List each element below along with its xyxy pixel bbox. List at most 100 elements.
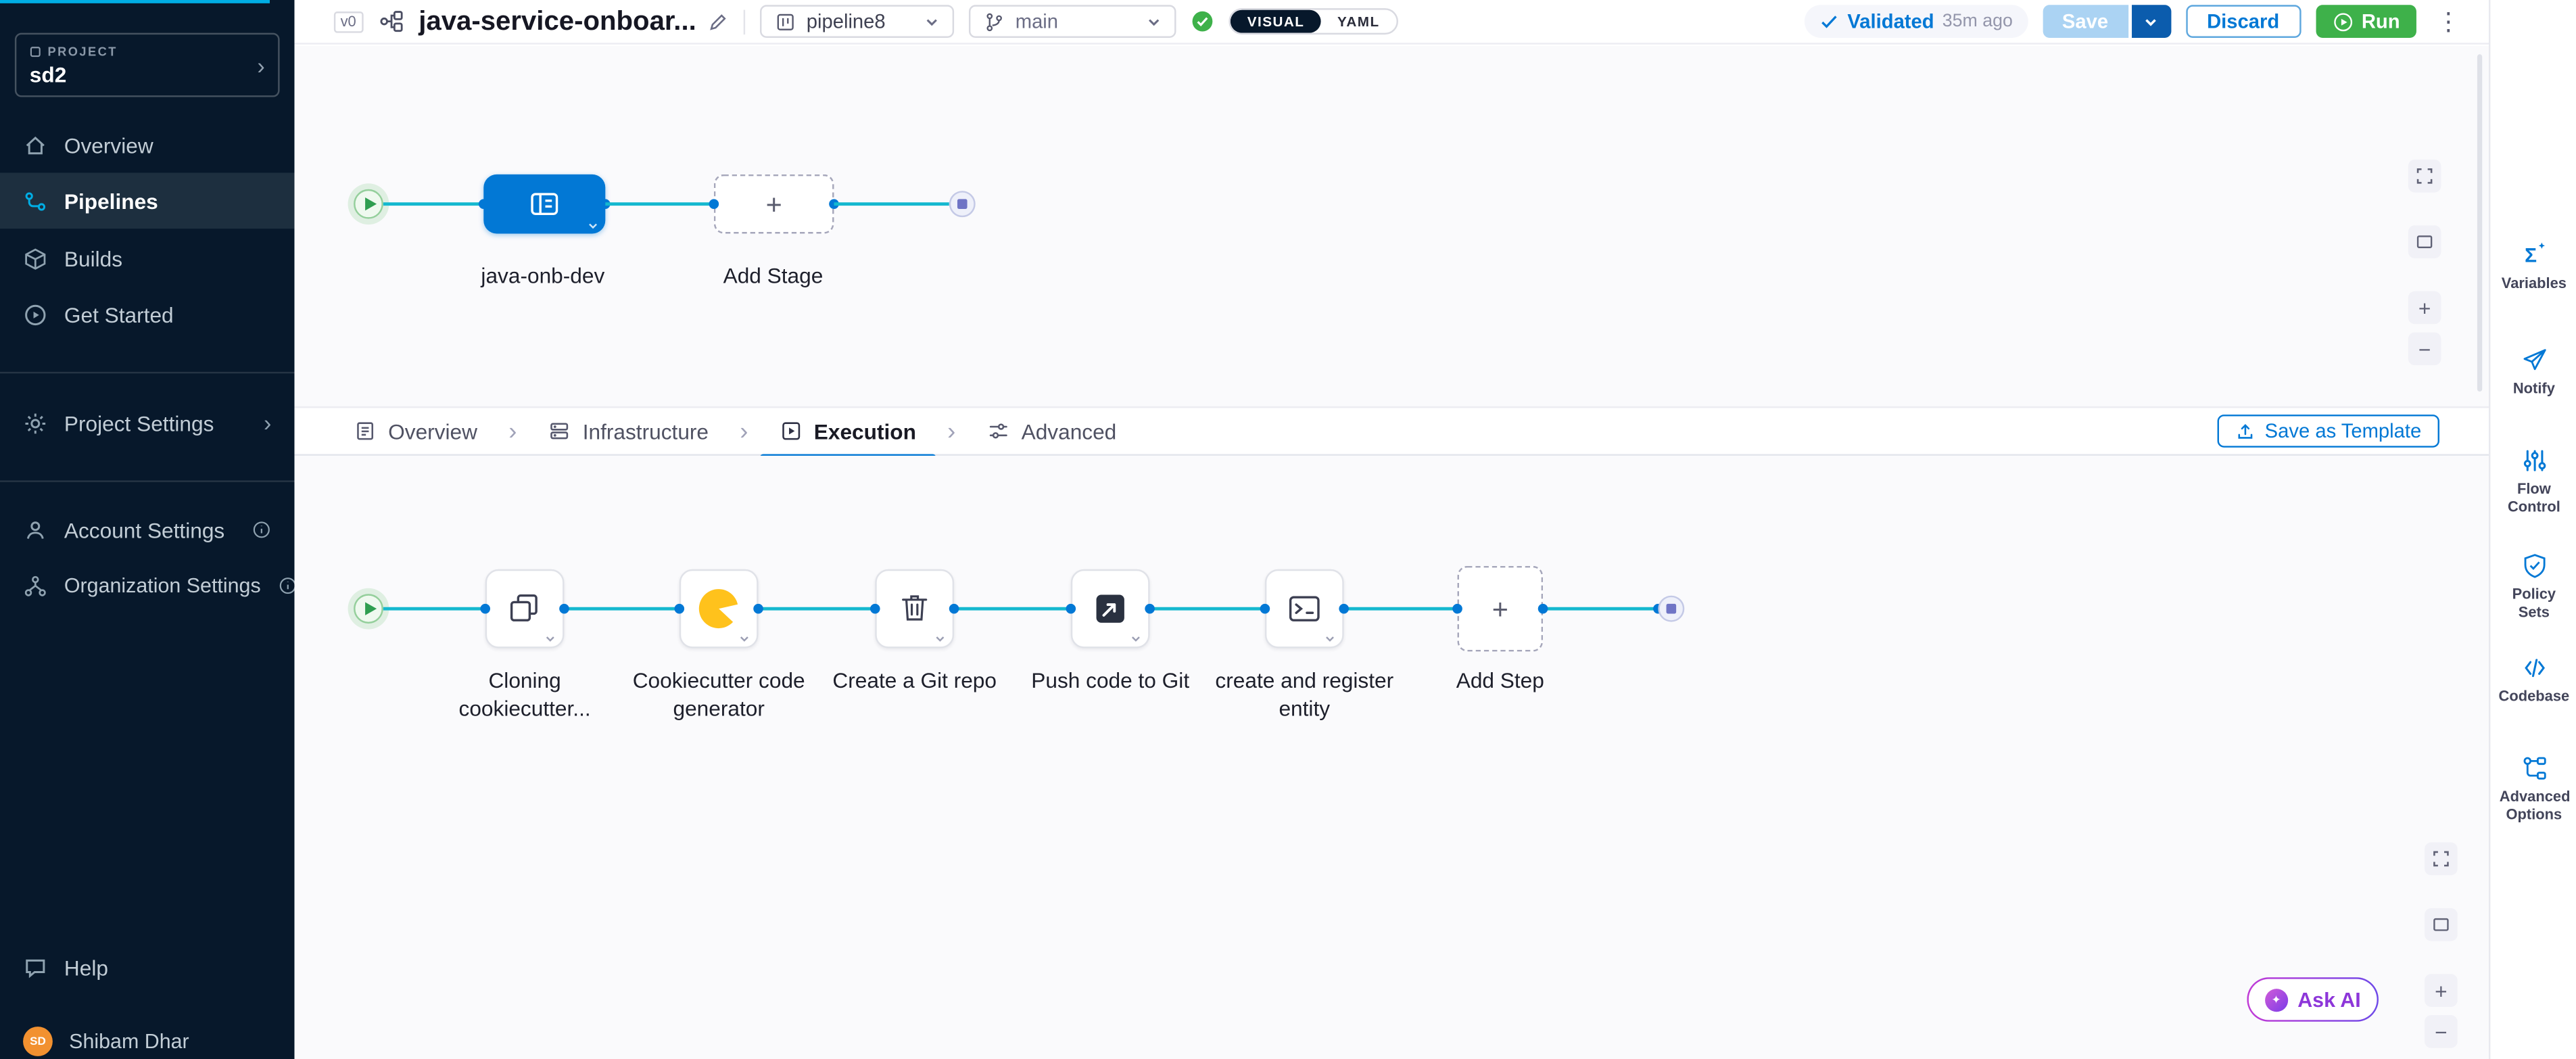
chevron-down-icon — [934, 635, 946, 643]
connector-edge — [954, 607, 1071, 610]
node-socket — [949, 603, 959, 614]
fullscreen-icon[interactable] — [2408, 159, 2441, 193]
execution-canvas: + Cloning cookiecutter... Cookiecutter c… — [294, 455, 2489, 1059]
add-step-button[interactable]: + — [1457, 565, 1544, 652]
connector-edge — [564, 607, 679, 610]
rail-item-notify[interactable]: Notify — [2490, 347, 2576, 398]
save-button[interactable]: Save — [2042, 5, 2128, 38]
rail-item-label: Flow Control — [2507, 480, 2560, 516]
node-socket — [674, 603, 685, 614]
project-selector[interactable]: PROJECT sd2 › — [14, 32, 280, 97]
rail-item-advanced-options[interactable]: Advanced Options — [2490, 755, 2576, 825]
tab-infrastructure[interactable]: Infrastructure — [548, 406, 709, 456]
sidebar-item-help[interactable]: Help — [0, 939, 294, 995]
step-name-label[interactable]: Cookiecutter code generator — [632, 667, 805, 721]
pipeline-end-node[interactable] — [949, 191, 976, 218]
cube-icon — [23, 246, 47, 270]
tab-overview[interactable]: Overview — [354, 406, 477, 456]
tab-label: Overview — [388, 419, 477, 444]
scrollbar[interactable] — [2477, 54, 2483, 392]
zoom-in-button[interactable]: + — [2408, 291, 2441, 325]
right-toolbar: Σ Variables Notify Flow Control Policy S… — [2488, 0, 2576, 1059]
fullscreen-icon[interactable] — [2425, 842, 2458, 876]
stage-node-java-onb-dev[interactable] — [483, 174, 606, 234]
sidebar-accent-line — [0, 0, 270, 3]
zoom-out-button[interactable]: − — [2425, 1015, 2458, 1048]
sidebar-item-user[interactable]: SD Shibam Dhar — [0, 1014, 294, 1059]
visual-toggle[interactable]: VISUAL — [1231, 9, 1321, 33]
add-stage-button[interactable]: + — [713, 174, 834, 234]
add-stage-label[interactable]: Add Stage — [723, 263, 824, 288]
tab-execution[interactable]: Execution — [759, 406, 936, 458]
ask-ai-button[interactable]: ✦ Ask AI — [2247, 977, 2379, 1022]
stage-canvas: + java-onb-dev Add Stage + − — [294, 46, 2489, 406]
node-socket — [1537, 603, 1548, 614]
stage-name-label[interactable]: java-onb-dev — [481, 263, 605, 288]
pipeline-select[interactable]: pipeline8 — [760, 5, 955, 38]
save-as-template-button[interactable]: Save as Template — [2217, 415, 2439, 448]
validation-status[interactable]: Validated 35m ago — [1805, 5, 2028, 38]
zoom-in-button[interactable]: + — [2425, 974, 2458, 1007]
kebab-menu-icon[interactable]: ⋮ — [2436, 8, 2461, 37]
pipeline-start-node[interactable] — [354, 189, 383, 219]
connector-edge — [834, 202, 949, 206]
node-socket — [753, 603, 763, 614]
sidebar-item-label: Help — [64, 955, 108, 980]
node-socket — [870, 603, 880, 614]
edit-pencil-icon[interactable] — [708, 11, 730, 32]
rail-item-variables[interactable]: Σ Variables — [2490, 240, 2576, 293]
sidebar-item-project-settings[interactable]: Project Settings › — [0, 395, 294, 451]
step-node-push-code-to-git[interactable] — [1070, 569, 1150, 649]
yaml-toggle[interactable]: YAML — [1337, 13, 1380, 30]
save-as-template-label: Save as Template — [2264, 419, 2422, 443]
chevron-right-icon: › — [264, 409, 272, 436]
step-node-create-git-repo[interactable] — [875, 569, 955, 649]
step-node-create-register-entity[interactable] — [1264, 569, 1344, 649]
sidebar-item-account-settings[interactable]: Account Settings — [0, 502, 294, 558]
add-step-label[interactable]: Add Step — [1456, 667, 1544, 693]
sidebar-item-organization-settings[interactable]: Organization Settings — [0, 558, 295, 614]
git-branch-icon — [984, 11, 1006, 32]
user-name: Shibam Dhar — [69, 1029, 189, 1054]
pipelines-icon — [23, 189, 47, 213]
step-name-label[interactable]: Cloning cookiecutter... — [458, 667, 591, 721]
node-socket — [1066, 603, 1076, 614]
play-circle-icon — [23, 302, 47, 326]
tab-label: Infrastructure — [582, 419, 709, 444]
sidebar-item-label: Account Settings — [64, 517, 225, 542]
plus-icon: + — [765, 188, 782, 220]
avatar: SD — [23, 1027, 53, 1056]
sidebar-item-label: Get Started — [64, 302, 174, 327]
rail-item-flow-control[interactable]: Flow Control — [2490, 448, 2576, 517]
node-socket — [559, 603, 569, 614]
step-node-cloning-cookiecutter[interactable] — [485, 569, 565, 649]
sidebar-item-pipelines[interactable]: Pipelines — [0, 172, 295, 229]
rail-item-codebase[interactable]: Codebase — [2490, 655, 2576, 706]
step-name-label[interactable]: Create a Git repo — [832, 667, 997, 693]
version-badge: v0 — [333, 10, 363, 32]
node-socket — [480, 603, 491, 614]
step-name-label[interactable]: Push code to Git — [1031, 667, 1190, 693]
sidebar-item-get-started[interactable]: Get Started — [0, 286, 294, 342]
tab-advanced[interactable]: Advanced — [987, 406, 1116, 456]
execution-end-node[interactable] — [1658, 595, 1685, 622]
sidebar-item-overview[interactable]: Overview — [0, 117, 294, 173]
connector-edge — [758, 607, 876, 610]
execution-start-node[interactable] — [354, 594, 383, 624]
step-node-cookiecutter-generator[interactable] — [679, 569, 759, 649]
code-brackets-icon — [2521, 655, 2547, 681]
pipeline-flow-icon — [377, 8, 404, 34]
cookiecutter-icon — [698, 588, 740, 630]
step-name-label[interactable]: create and register entity — [1215, 667, 1394, 721]
repo-icon — [897, 590, 933, 627]
fit-to-screen-icon[interactable] — [2408, 225, 2441, 258]
chat-icon — [23, 955, 47, 979]
sidebar-item-builds[interactable]: Builds — [0, 231, 294, 287]
zoom-out-button[interactable]: − — [2408, 332, 2441, 366]
fit-to-screen-icon[interactable] — [2425, 908, 2458, 941]
discard-button[interactable]: Discard — [2185, 5, 2301, 38]
rail-item-policy-sets[interactable]: Policy Sets — [2490, 552, 2576, 622]
run-button[interactable]: Run — [2315, 5, 2416, 38]
save-dropdown-button[interactable] — [2131, 5, 2171, 38]
branch-select[interactable]: main — [969, 5, 1177, 38]
